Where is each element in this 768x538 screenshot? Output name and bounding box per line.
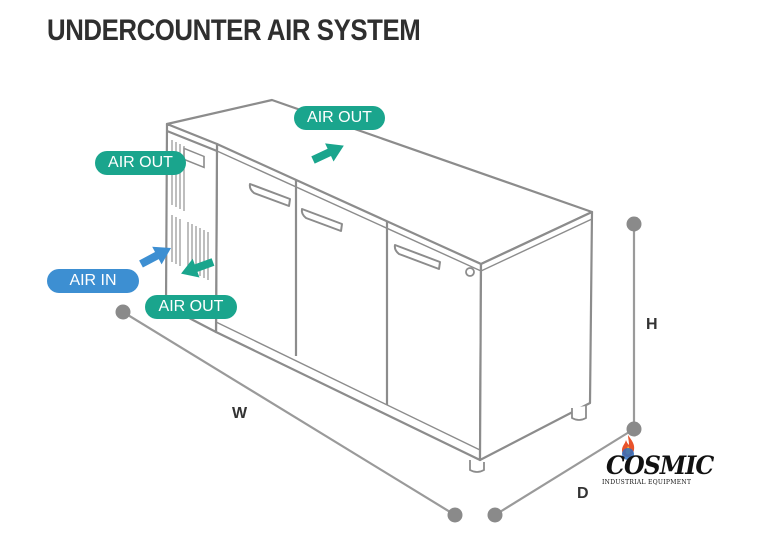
air-out-side-label: AIR OUT [95,151,186,175]
air-out-arrow-icon [311,143,344,164]
cabinet [164,98,594,462]
flame-icon [622,435,635,460]
foot [469,460,485,473]
logo-name: COSMIC [606,451,714,480]
door-handle [248,183,291,207]
width-label: W [232,405,248,422]
door-handles [248,183,441,270]
feet [469,406,587,473]
logo-subtitle: INDUSTRIAL EQUIPMENT [602,479,692,486]
dimension-lines [122,224,636,516]
door-handle [393,244,441,270]
foot [571,406,587,421]
airflow-arrows [139,143,344,278]
air-in-label: AIR IN [47,269,139,293]
depth-label: D [577,485,589,502]
height-label: H [646,316,658,333]
air-in-arrow-icon [139,246,172,268]
dimension-dot [115,304,131,320]
door-handle [300,208,343,232]
cosmic-logo: COSMIC INDUSTRIAL EQUIPMENT [598,435,726,492]
air-out-top-label: AIR OUT [294,106,385,130]
dimension-dots [115,216,642,523]
depth-dimension-line [494,428,635,516]
dimension-dot [487,507,503,523]
air-out-arrow-icon [181,258,215,278]
page-title: UNDERCOUNTER AIR SYSTEM [47,14,421,47]
cabinet-right-side [478,210,594,462]
dimension-dot [447,507,463,523]
dimension-dot [626,421,642,437]
air-out-bottom-label: AIR OUT [145,295,237,319]
dimension-dot [626,216,642,232]
width-dimension-line [122,311,456,516]
door-lock [465,267,475,277]
